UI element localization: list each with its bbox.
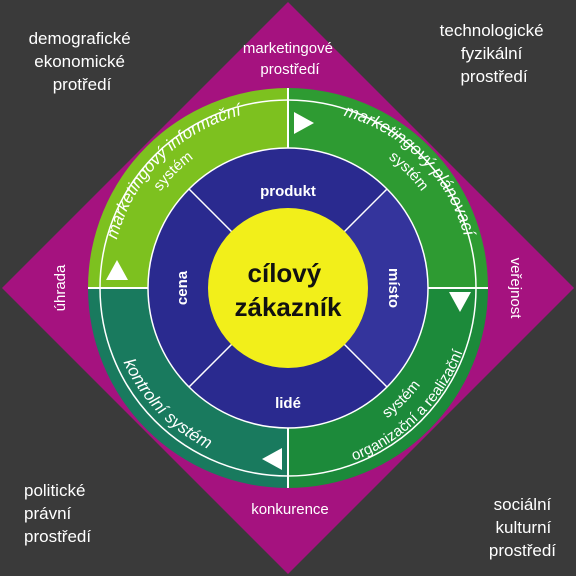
target-customer-circle bbox=[208, 208, 368, 368]
diamond-label-left: úhrada bbox=[52, 264, 69, 311]
triangle-marker-top-left bbox=[106, 260, 128, 280]
corner-text-bottom-left: politické právní prostředí bbox=[24, 481, 91, 546]
mix-outline bbox=[147, 147, 429, 429]
diamond-label-top: marketingové prostředí bbox=[243, 40, 337, 78]
mix-label-place: místo bbox=[385, 268, 402, 308]
triangle-marker-top-right bbox=[294, 112, 314, 134]
mix-label-people: lidé bbox=[275, 395, 301, 412]
center-label: cílový zákazník bbox=[235, 258, 342, 322]
diamond-label-right: veřejnost bbox=[507, 258, 524, 320]
mix-label-price: cena bbox=[174, 270, 191, 305]
triangle-marker-bottom-left bbox=[262, 448, 282, 470]
corner-text-bottom-right: sociální kulturní prostředí bbox=[489, 495, 556, 560]
corner-text-top-left: demografické ekonomické protředí bbox=[29, 29, 136, 94]
mix-label-product: produkt bbox=[260, 183, 316, 200]
triangle-marker-bottom-right bbox=[449, 292, 471, 312]
corner-text-top-right: technologické fyzikální prostředí bbox=[440, 21, 549, 86]
diamond-label-bottom: konkurence bbox=[251, 501, 329, 518]
